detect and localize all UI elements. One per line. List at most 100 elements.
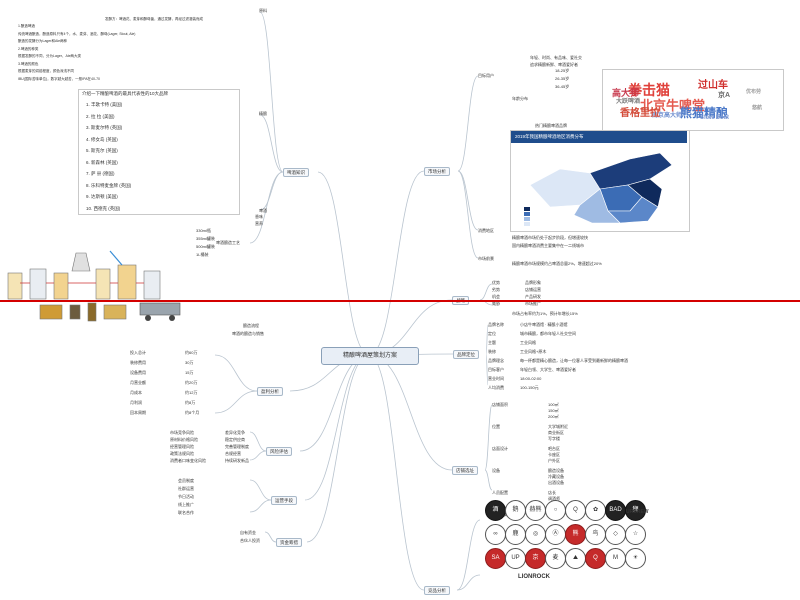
fragment-detail: 店铺运营 <box>525 287 541 292</box>
finance-row-value: 约12万 <box>185 390 198 395</box>
volume-item: 1L桶装 <box>196 252 209 257</box>
store-group-value: 写字楼 <box>548 436 560 441</box>
wordcloud-word: 优布劳 <box>746 89 762 95</box>
brand-row-value: 工业风格+原木 <box>520 349 547 354</box>
fragment-item: 劣势 <box>492 287 500 292</box>
knowledge-mid-note: 营养 <box>255 221 263 226</box>
store-group-key: 位置 <box>492 424 500 429</box>
risk-action: 差异化竞争 <box>225 430 245 435</box>
region-east <box>627 178 663 208</box>
connector-line <box>259 171 284 211</box>
connector-line <box>249 171 284 244</box>
connector-line <box>457 170 479 231</box>
wordcloud-word: 悠航 <box>752 105 763 111</box>
branch-marketing[interactable]: 运营手段 <box>271 496 297 505</box>
store-group-value: 200㎡ <box>548 414 559 419</box>
risk-action: 合规经营 <box>225 451 241 456</box>
finance-row-value: 约20万 <box>185 380 198 385</box>
knowledge-intro-line: 2.啤酒的种类 <box>18 46 39 51</box>
branch-finance[interactable]: 盈利分析 <box>257 387 283 396</box>
branch-risk[interactable]: 风险评估 <box>266 447 292 456</box>
red-guide-line <box>0 300 800 302</box>
brand-logo-icon: Q <box>565 500 586 521</box>
center-node[interactable]: 精酿啤酒屋策划方案 <box>321 347 419 365</box>
branch-competitor[interactable]: 竞品分析 <box>424 586 450 595</box>
branch-brand[interactable]: 品牌定位 <box>453 350 479 359</box>
brand-logo-icon: ☆ <box>625 524 646 545</box>
market-note-2: 国内精酿啤酒消费主要集中在一二线城市 <box>512 243 584 248</box>
volume-item: 500ml罐装 <box>196 244 215 249</box>
competitor-urbrew: URBREW <box>626 509 649 515</box>
branch-market[interactable]: 市场分析 <box>424 167 450 176</box>
connector-line <box>456 574 481 591</box>
branch-funding[interactable]: 资金筹措 <box>276 538 302 547</box>
finance-row-key: 月利润 <box>130 400 142 405</box>
brand-row-value: 18:00-02:00 <box>520 376 542 381</box>
connector-line <box>484 404 493 471</box>
volume-item: 330ml瓶 <box>196 228 211 233</box>
connector-line <box>249 479 272 501</box>
map-legend-3 <box>524 217 530 221</box>
branch-beer-knowledge[interactable]: 啤酒知识 <box>283 168 309 177</box>
brand-row-value: 年轻白领、大学生、啤酒爱好者 <box>520 367 576 372</box>
store-group-value: 酿造设备 <box>548 468 564 473</box>
wordcloud-word: Slow Boat <box>700 115 730 121</box>
knowledge-top-note: 发酵方：啤酒花、麦芽和酵母菌，通过发酵，再经过滤灌装而成 <box>105 17 203 21</box>
brand-logo-icon: M <box>605 548 626 569</box>
china-heat-map <box>524 152 673 226</box>
market-target-users: 目标用户 <box>478 73 494 78</box>
brand-logo-icon: 鸟 <box>585 524 606 545</box>
connector-line <box>259 11 284 173</box>
fragment-footer: 市场占有率约为1%，预计年增长15% <box>512 311 578 316</box>
age-item: 36-45岁 <box>555 84 570 89</box>
wordcloud-word: 京A <box>718 92 731 99</box>
store-group-key: 店面设计 <box>492 446 508 451</box>
brand-logo-icon: ☀ <box>625 548 646 569</box>
brand-logo-icon: 酒 <box>485 500 506 521</box>
risk-action: 持续研发新品 <box>225 458 249 463</box>
branch-store[interactable]: 店铺选址 <box>452 466 478 475</box>
brand-logo-icon: ∞ <box>485 524 506 545</box>
connector-line <box>264 531 277 543</box>
fragment-detail: 市场推广 <box>525 301 541 306</box>
connector-line <box>306 354 370 543</box>
finance-row-value: 约60万 <box>185 350 198 355</box>
finance-row-key: 回本周期 <box>130 410 146 415</box>
risk-action: 稳定供应商 <box>225 437 245 442</box>
brand-logo-icon: 鹿 <box>505 524 526 545</box>
bottom-note-2: 啤酒的酿造与销售 <box>232 331 264 336</box>
market-future-text: 精酿啤酒市场规模约占啤酒总量2%，增速超过20% <box>512 261 602 266</box>
store-group-value: 调酒师 <box>548 496 560 501</box>
store-group-key: 店铺面积 <box>492 402 508 407</box>
connector-line <box>249 431 267 452</box>
ranking-item: 7. 萨 县 (德国) <box>86 171 115 176</box>
brand-row-key: 品牌名称 <box>488 322 504 327</box>
wordcloud-word: 南京高大师 <box>652 113 683 119</box>
connector-line <box>457 75 479 172</box>
fragment-detail: 产品研发 <box>525 294 541 299</box>
ranking-item: 4. 修女岛 (英国) <box>86 136 118 142</box>
finance-row-value: 约8万 <box>185 400 196 405</box>
brand-logo-icon: 狮 <box>625 500 646 521</box>
funding-item: 合伙人投资 <box>240 538 260 543</box>
brand-row-value: 100-150元 <box>520 385 539 390</box>
knowledge-mid-note: 香味 <box>255 214 263 219</box>
store-group-value: 冷藏设备 <box>548 474 564 479</box>
side-label-1: 原料 <box>259 8 267 13</box>
map-title: 2019年我国精酿啤酒地区消费分布 <box>515 134 584 139</box>
connector-line <box>214 390 258 414</box>
knowledge-intro-line: 3.啤酒的颜色 <box>18 61 39 66</box>
risk-item: 经营管理风险 <box>170 444 194 449</box>
finance-row-key: 设备费用 <box>130 370 146 375</box>
finance-row-value: 30万 <box>185 360 194 365</box>
brand-logo-icon: ◎ <box>525 524 546 545</box>
brand-logo-icon: ◇ <box>605 524 626 545</box>
brewing-process-illustration <box>0 243 205 328</box>
region-north <box>589 152 673 190</box>
fragment-item: 优势 <box>492 280 500 285</box>
risk-action: 完善管理制度 <box>225 444 249 449</box>
region-southwest <box>573 188 621 224</box>
knowledge-intro-line: 1.酿造啤酒 <box>18 24 35 28</box>
market-users-detail-1: 年轻、时尚、有品味、爱社交 <box>530 55 582 60</box>
